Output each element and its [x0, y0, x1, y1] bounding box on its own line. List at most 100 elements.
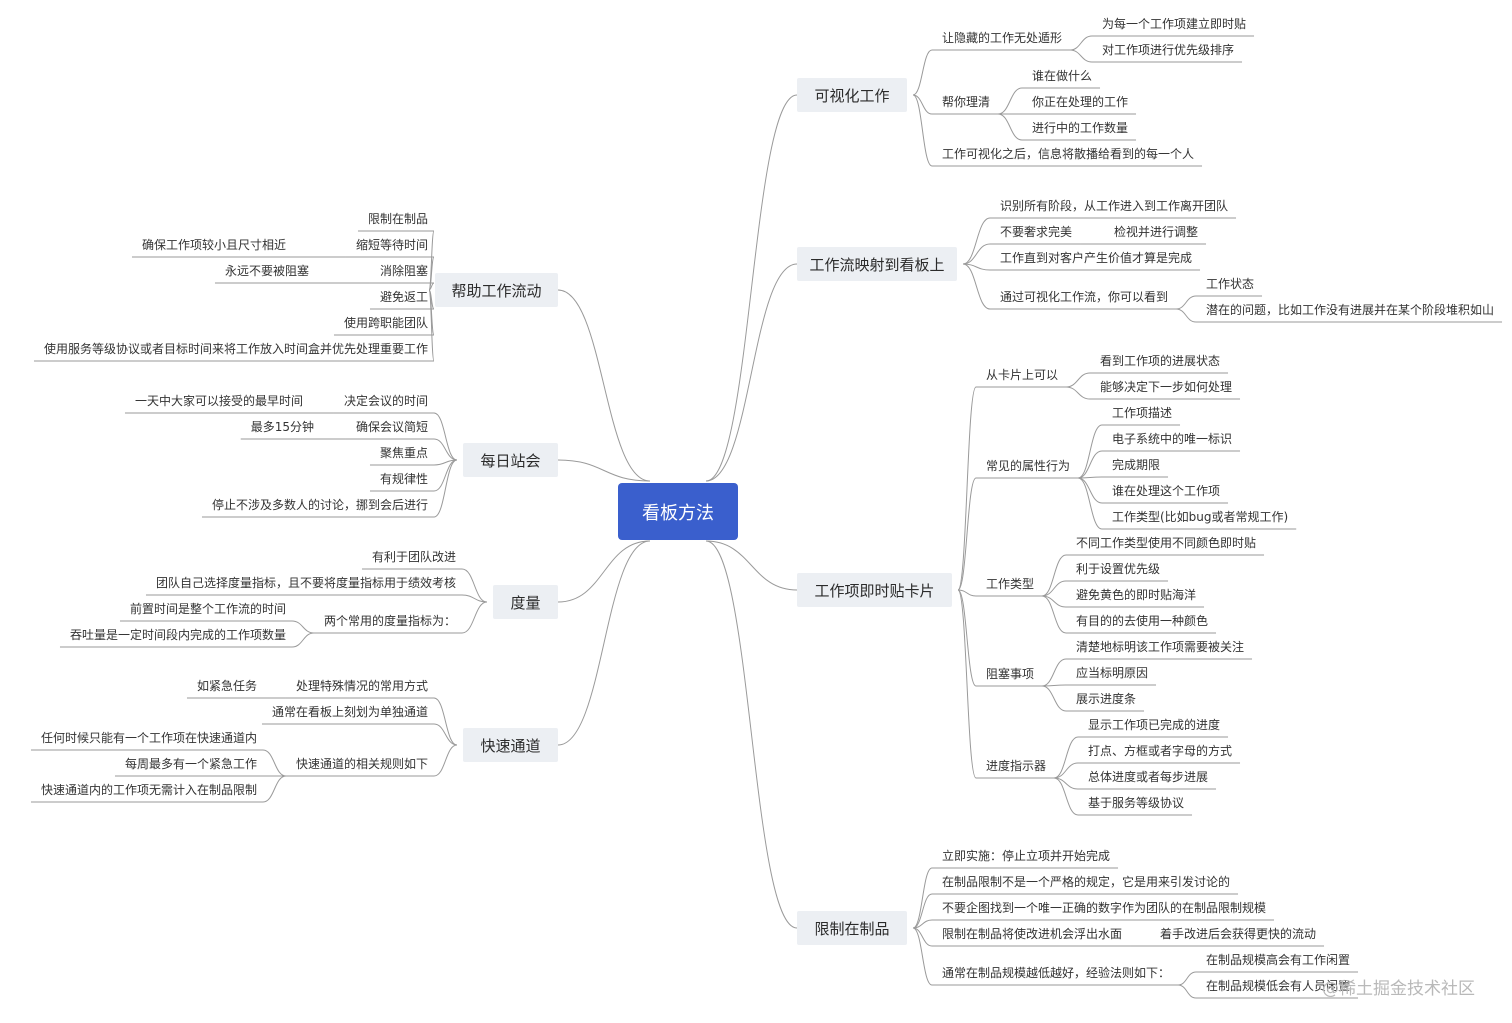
- subtopic[interactable]: 工作类型(比如bug或者常规工作): [1112, 510, 1289, 524]
- branch-right-1[interactable]: 可视化工作: [797, 78, 907, 112]
- branch-left-2[interactable]: 每日站会: [463, 443, 558, 477]
- topic[interactable]: 限制在制品将使改进机会浮出水面: [942, 927, 1123, 941]
- topic[interactable]: 让隐藏的工作无处遁形: [942, 31, 1063, 45]
- subtopic[interactable]: 每周最多有一个紧急工作: [124, 757, 257, 771]
- topic[interactable]: 帮你理清: [942, 95, 991, 109]
- subtopic[interactable]: 显示工作项已完成的进度: [1088, 718, 1221, 732]
- subtopic[interactable]: 在制品规模低会有人员闲置: [1206, 979, 1351, 993]
- topic[interactable]: 通常在看板上刻划为单独通道: [271, 705, 428, 719]
- subtopic[interactable]: 在制品规模高会有工作闲置: [1206, 953, 1351, 967]
- subtopic[interactable]: 对工作项进行优先级排序: [1102, 43, 1235, 57]
- subtopic[interactable]: 谁在做什么: [1032, 69, 1093, 83]
- topic[interactable]: 决定会议的时间: [343, 394, 428, 408]
- topic[interactable]: 有利于团队改进: [371, 550, 456, 564]
- subtopic[interactable]: 一天中大家可以接受的最早时间: [134, 394, 303, 408]
- subtopic[interactable]: 潜在的问题，比如工作没有进展并在某个阶段堆积如山: [1206, 303, 1495, 317]
- topic[interactable]: 不要奢求完美: [1000, 225, 1073, 239]
- topic[interactable]: 识别所有阶段，从工作进入到工作离开团队: [1000, 199, 1229, 213]
- link: [30, 749, 287, 777]
- branch-left-4[interactable]: 快速通道: [463, 728, 558, 762]
- topic[interactable]: 阻塞事项: [986, 667, 1035, 681]
- link: [1065, 372, 1229, 388]
- topic[interactable]: 避免返工: [379, 290, 428, 304]
- subtopic[interactable]: 清楚地标明该工作项需要被关注: [1076, 640, 1245, 654]
- subtopic[interactable]: 进行中的工作数量: [1032, 121, 1129, 135]
- link: [369, 459, 458, 466]
- topic[interactable]: 确保会议简短: [355, 420, 428, 434]
- subtopic[interactable]: 能够决定下一步如何处理: [1100, 380, 1233, 394]
- subtopic[interactable]: 利于设置优先级: [1076, 562, 1161, 576]
- link: [145, 594, 488, 603]
- subtopic[interactable]: 任何时候只能有一个工作项在快速通道内: [40, 731, 257, 745]
- link: [1077, 424, 1181, 479]
- subtopic[interactable]: 工作项描述: [1112, 406, 1173, 420]
- subtopic[interactable]: 基于服务等级协议: [1088, 796, 1185, 810]
- subtopic[interactable]: 避免黄色的即时贴海洋: [1076, 588, 1197, 602]
- subtopic[interactable]: 展示进度条: [1076, 692, 1137, 706]
- subtopic[interactable]: 快速通道内的工作项无需计入在制品限制: [40, 783, 257, 797]
- branch-right-2[interactable]: 工作流映射到看板上: [797, 247, 957, 281]
- topic[interactable]: 消除阻塞: [379, 264, 428, 278]
- branch-right-4[interactable]: 限制在制品: [797, 911, 907, 945]
- topic[interactable]: 快速通道的相关规则如下: [295, 757, 428, 771]
- subtopic[interactable]: 你正在处理的工作: [1032, 95, 1129, 109]
- link-root-branch-right-2: [705, 263, 798, 482]
- link: [1175, 308, 1503, 323]
- link: [1041, 595, 1217, 634]
- subtopic[interactable]: 有目的的去使用一种颜色: [1076, 614, 1209, 628]
- subtopic[interactable]: 确保工作项较小且尺寸相近: [141, 238, 286, 252]
- subtopic[interactable]: 电子系统中的唯一标识: [1112, 432, 1233, 446]
- topic[interactable]: 使用服务等级协议或者目标时间来将工作放入时间盒并优先处理重要工作: [43, 342, 428, 356]
- topic[interactable]: 工作可视化之后，信息将散播给看到的每一个人: [942, 147, 1195, 161]
- topic[interactable]: 缩短等待时间: [355, 238, 428, 252]
- subtopic[interactable]: 检视并进行调整: [1114, 225, 1199, 239]
- topic[interactable]: 进度指示器: [986, 759, 1047, 773]
- link: [369, 282, 435, 291]
- branch-left-3[interactable]: 度量: [493, 585, 558, 619]
- subtopic[interactable]: 吞吐量是一定时间段内完成的工作项数量: [69, 628, 286, 642]
- topic[interactable]: 立即实施：停止立项并开始完成: [942, 849, 1111, 863]
- subtopic[interactable]: 为每一个工作项建立即时贴: [1102, 17, 1247, 31]
- topic[interactable]: 常见的属性行为: [986, 459, 1071, 473]
- link: [957, 589, 1043, 687]
- subtopic[interactable]: 如紧急任务: [196, 679, 257, 693]
- subtopic[interactable]: 着手改进后会获得更快的流动: [1160, 927, 1317, 941]
- subtopic[interactable]: 前置时间是整个工作流的时间: [129, 602, 286, 616]
- topic[interactable]: 停止不涉及多数人的讨论，挪到会后进行: [211, 498, 428, 512]
- subtopic[interactable]: 完成期限: [1112, 458, 1161, 472]
- link: [912, 49, 1071, 96]
- subtopic[interactable]: 看到工作项的进展状态: [1100, 354, 1221, 368]
- link: [912, 94, 999, 115]
- topic[interactable]: 处理特殊情况的常用方式: [295, 679, 428, 693]
- link: [912, 893, 1239, 929]
- topic[interactable]: 从卡片上可以: [986, 368, 1059, 382]
- subtopic[interactable]: 总体进度或者每步进展: [1088, 770, 1209, 784]
- topic[interactable]: 聚焦重点: [379, 446, 428, 460]
- topic[interactable]: 在制品限制不是一个严格的规定，它是用来引发讨论的: [942, 875, 1231, 889]
- branch-right-3[interactable]: 工作项即时贴卡片: [797, 573, 952, 607]
- subtopic[interactable]: 不同工作类型使用不同颜色即时贴: [1076, 536, 1257, 550]
- subtopic[interactable]: 最多15分钟: [250, 420, 314, 434]
- subtopic[interactable]: 应当标明原因: [1076, 666, 1149, 680]
- link: [1053, 736, 1229, 779]
- topic[interactable]: 两个常用的度量指标为：: [323, 614, 456, 628]
- topic[interactable]: 通过可视化工作流，你可以看到: [1000, 290, 1169, 304]
- watermark: @稀土掘金技术社区: [1322, 979, 1475, 999]
- subtopic[interactable]: 永远不要被阻塞: [224, 264, 309, 278]
- topic[interactable]: 使用跨职能团队: [343, 316, 428, 330]
- subtopic[interactable]: 谁在处理这个工作项: [1112, 484, 1221, 498]
- topic[interactable]: 限制在制品: [367, 212, 428, 226]
- topic[interactable]: 通常在制品规模越低越好，经验法则如下：: [942, 966, 1171, 980]
- topic[interactable]: 不要企图找到一个唯一正确的数字作为团队的在制品限制规模: [942, 901, 1267, 915]
- subtopic[interactable]: 工作状态: [1206, 277, 1255, 291]
- topic[interactable]: 团队自己选择度量指标，且不要将度量指标用于绩效考核: [155, 576, 456, 590]
- link: [997, 113, 1137, 141]
- topic[interactable]: 有规律性: [379, 472, 428, 486]
- subtopic[interactable]: 打点、方框或者字母的方式: [1088, 744, 1233, 758]
- topic[interactable]: 工作类型: [986, 577, 1035, 591]
- topic[interactable]: 工作直到对客户产生价值才算是完成: [1000, 251, 1193, 265]
- link: [962, 263, 1201, 271]
- branch-left-1[interactable]: 帮助工作流动: [435, 273, 558, 307]
- link: [962, 263, 1177, 310]
- root-topic[interactable]: 看板方法: [618, 483, 738, 540]
